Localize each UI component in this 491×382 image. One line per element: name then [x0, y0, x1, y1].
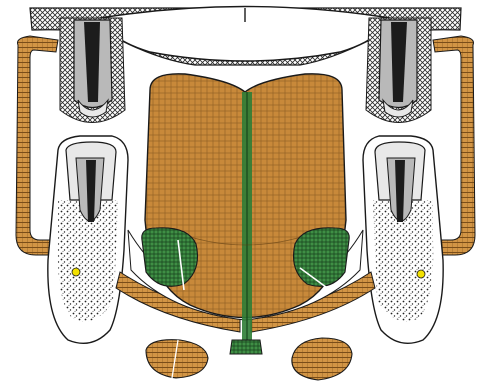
digastric-left	[146, 340, 208, 378]
upper-right-molar	[366, 18, 431, 123]
digastric-right	[292, 338, 352, 380]
geniohyoid	[230, 340, 262, 354]
upper-left-molar	[60, 18, 125, 123]
mandibular-canal-left	[72, 268, 80, 276]
mandibular-canal-right	[417, 270, 425, 278]
